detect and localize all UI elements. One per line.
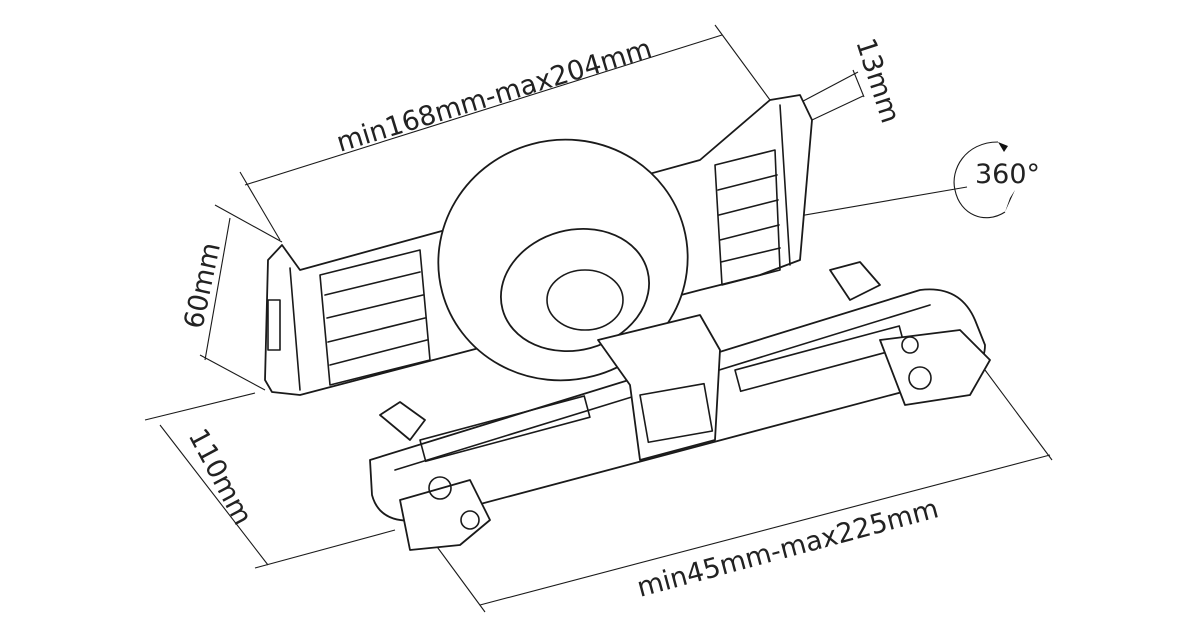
- label-holder-width: min168mm-max204mm: [333, 33, 656, 158]
- label-bar-depth: 110mm: [182, 424, 258, 531]
- dimension-line-holder-width: [239, 24, 771, 241]
- label-bar-width: min45mm-max225mm: [634, 493, 942, 603]
- dimension-line-bar-depth: [144, 392, 396, 569]
- dimension-line-holder-height: [199, 204, 283, 391]
- hook-left: [399, 479, 491, 551]
- arrow-icon: [1005, 190, 1015, 212]
- label-rotation: 360°: [975, 159, 1040, 190]
- grip-ridges: [324, 174, 781, 366]
- label-holder-height: 60mm: [179, 240, 227, 332]
- rotating-disc: [437, 138, 689, 382]
- clamp-right-top: [829, 261, 881, 301]
- headrest-bar: [369, 261, 991, 551]
- arrow-icon: [998, 142, 1008, 152]
- hook-right: [879, 329, 991, 406]
- center-block: [597, 314, 721, 461]
- slot: [267, 299, 281, 351]
- clamp-left-top: [379, 401, 426, 441]
